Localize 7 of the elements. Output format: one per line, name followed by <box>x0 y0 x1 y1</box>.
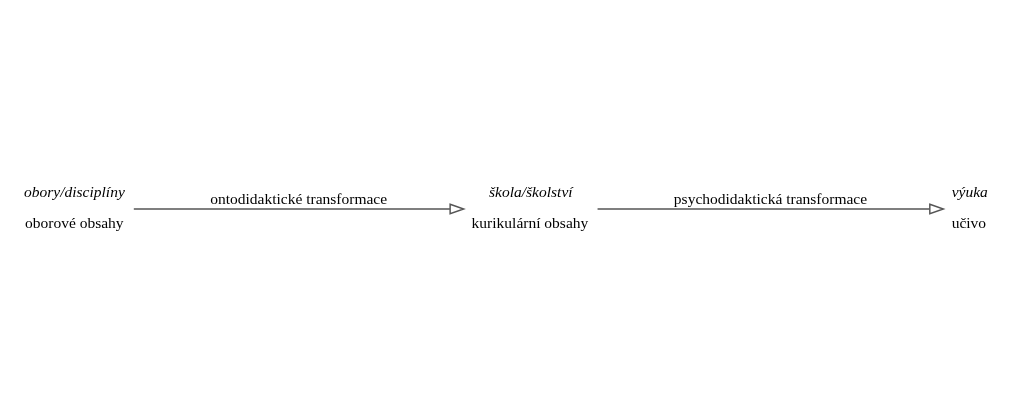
node-text: škola/školství kurikulární obsahy <box>471 182 589 231</box>
node-text: výuka učivo <box>951 182 988 231</box>
arrow <box>133 202 466 215</box>
edge-label: psychodidaktická transformace <box>673 189 868 207</box>
node-text: obory/disciplíny oborové obsahy <box>24 182 125 231</box>
edge-label: ontodidaktické transformace <box>210 189 388 207</box>
arrow <box>596 202 946 215</box>
